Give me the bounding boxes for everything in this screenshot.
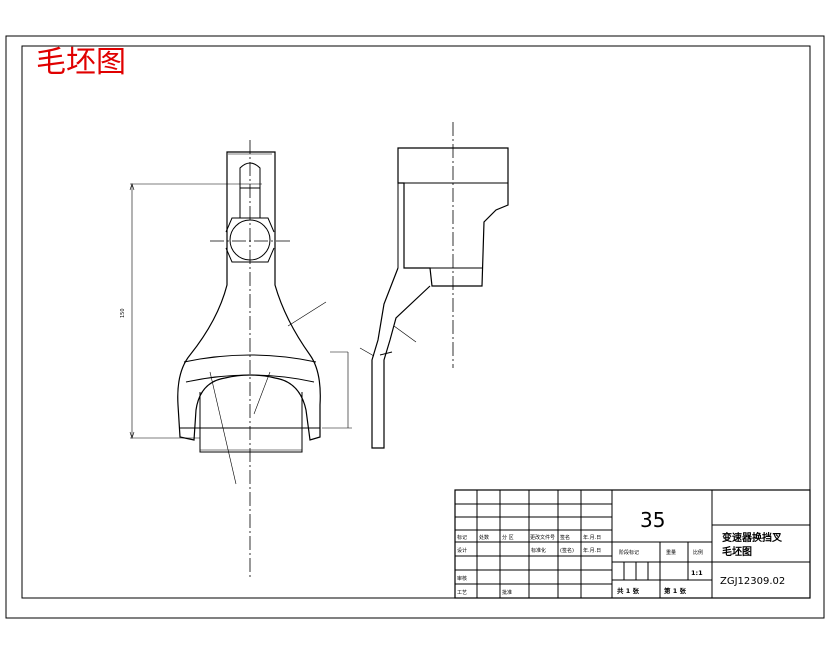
label-approve: 批准	[502, 589, 512, 596]
radius-leader-2	[209, 371, 237, 485]
front-view: 150	[120, 140, 352, 580]
label-review: 审核	[457, 575, 467, 582]
title-block: 标记 处数 分 区 更改文件号 签名 年.月.日 设计 标准化 (签名) 年.月…	[454, 489, 811, 599]
fork-arch-line-2	[185, 374, 315, 383]
shank-slot	[239, 162, 261, 218]
drawing-code: ZGJ12309.02	[720, 576, 785, 587]
sheet-number: 第 1 张	[664, 586, 687, 595]
label-date: 年.月.日	[583, 534, 601, 541]
hole-boss-outline-lower	[225, 247, 275, 263]
blank-drawing-stamp: 毛坯图	[36, 45, 126, 80]
pivot-hole	[229, 219, 271, 261]
label-signature: 签名	[560, 534, 570, 541]
label-count: 处数	[479, 534, 489, 541]
radius-leader-3	[253, 371, 271, 415]
side-view-leader-1	[359, 347, 375, 357]
sheets-total: 共 1 张	[617, 586, 640, 595]
material-code: 35	[640, 508, 665, 532]
part-name: 变速器换挡叉	[722, 531, 783, 544]
label-mark: 标记	[457, 534, 467, 541]
label-weight: 重量	[666, 549, 676, 556]
height-dimension-label: 150	[120, 308, 126, 318]
side-view-leader-2	[393, 325, 417, 343]
label-sign-small: (签名)	[560, 547, 574, 554]
fork-hub-block	[199, 392, 303, 453]
hole-boss-outline	[225, 217, 275, 233]
radius-leader-1	[287, 301, 327, 327]
label-process: 工艺	[457, 590, 467, 596]
side-view-arm	[371, 267, 431, 449]
label-stage-mark: 阶段标记	[619, 549, 639, 556]
side-view-upper-block	[397, 147, 509, 287]
fork-arch-line	[183, 354, 317, 363]
shift-fork-outline	[177, 151, 321, 441]
side-view-arm-step	[379, 351, 393, 356]
side-view	[359, 122, 509, 449]
label-zone: 分 区	[502, 534, 514, 541]
drawing-frame	[5, 35, 825, 619]
scale-value: 1:1	[691, 569, 703, 577]
label-scale: 比例	[693, 549, 703, 556]
label-date-small: 年.月.日	[583, 547, 601, 554]
label-change-doc: 更改文件号	[530, 534, 555, 541]
height-dimension-arrows	[129, 183, 135, 439]
part-name-subtitle: 毛坯图	[722, 545, 752, 558]
label-design: 设计	[457, 547, 467, 554]
label-standardization: 标准化	[531, 547, 546, 554]
